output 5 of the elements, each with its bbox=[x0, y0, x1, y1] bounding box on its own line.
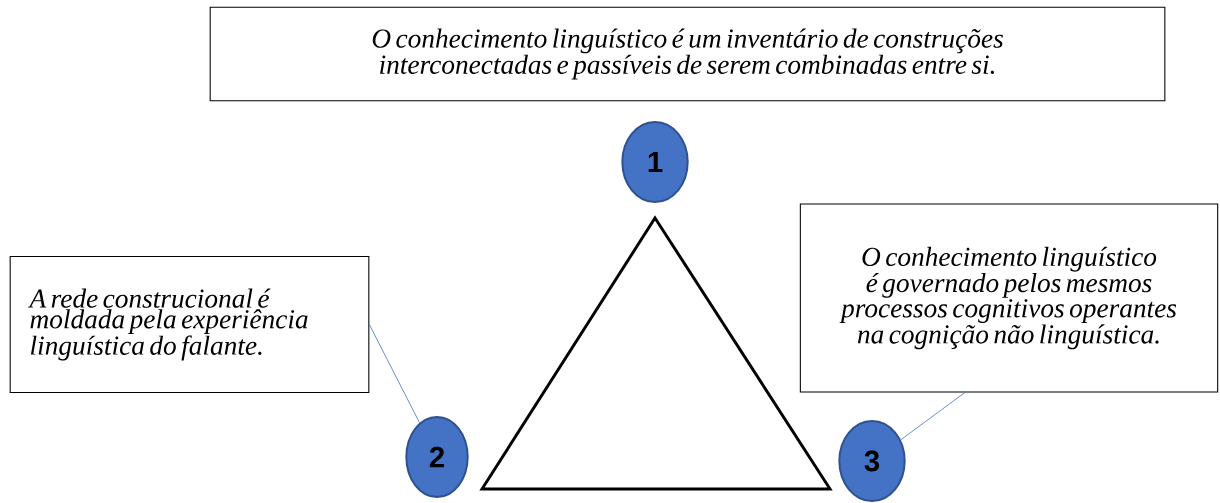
text-box: A rede construcional é moldada pela experiência linguística do falante. bbox=[9, 255, 370, 394]
leader-line bbox=[900, 392, 966, 441]
text-box: O conhecimento linguístico é governado pelos mesmos processos cognitivos operantes na cognição não linguística. bbox=[799, 203, 1219, 393]
leader-line bbox=[368, 324, 420, 424]
text-box: O conhecimento linguístico é um inventário de construções interconectadas e passíveis de serem combinadas entre si. bbox=[209, 6, 1166, 102]
